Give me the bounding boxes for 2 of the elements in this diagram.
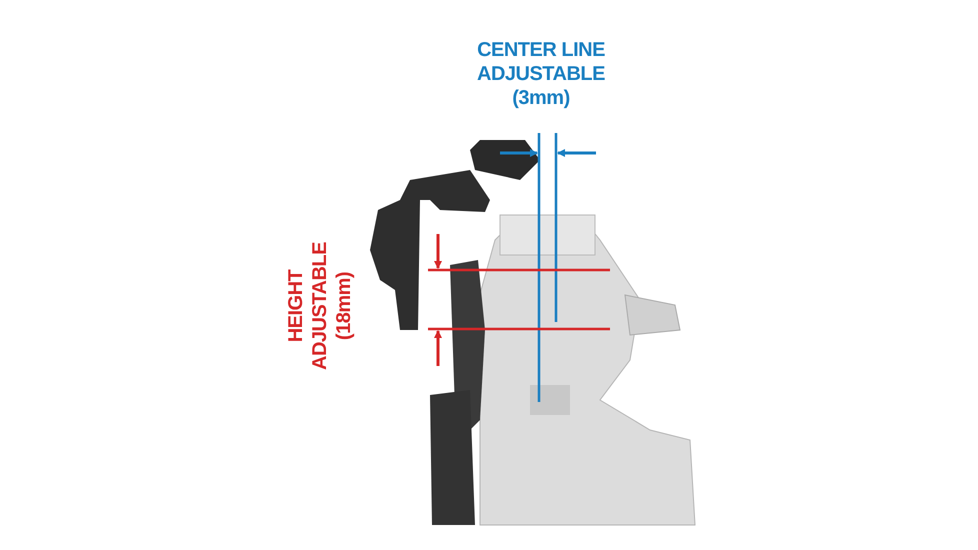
dimension-label: HEIGHT ADJUSTABLE (18mm): [284, 241, 356, 372]
dimension-label: CENTER LINE ADJUSTABLE (3mm): [476, 38, 606, 110]
